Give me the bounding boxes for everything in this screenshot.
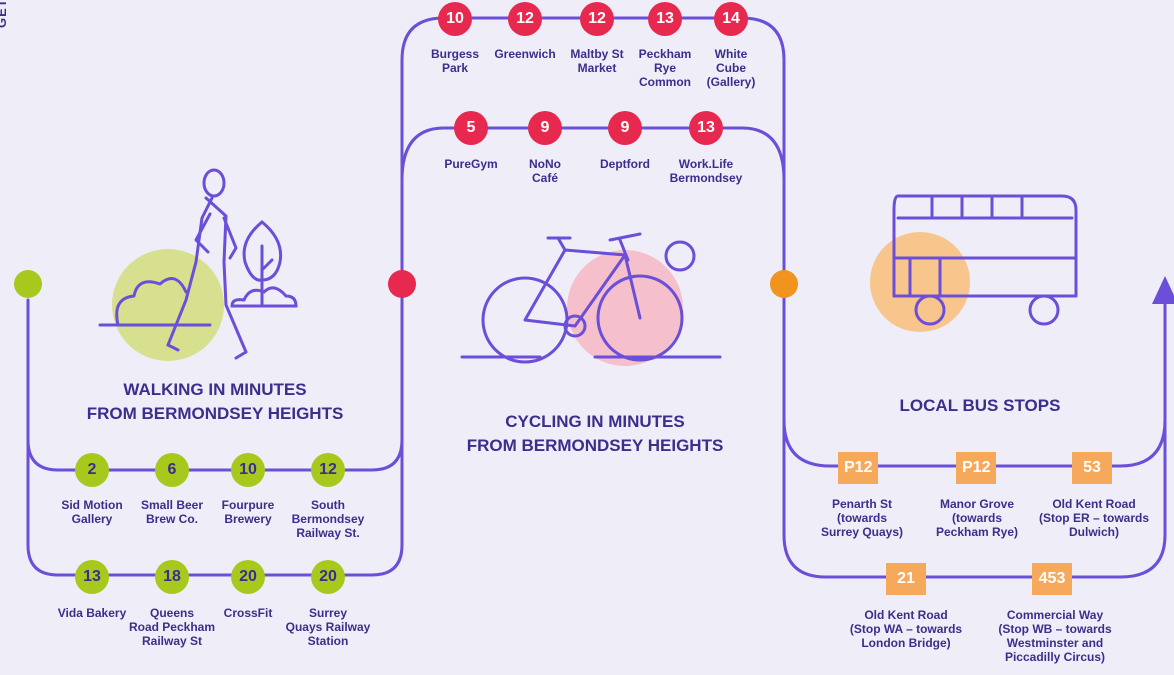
cycling-place-label: Burgess Park <box>430 47 480 75</box>
cycling-place-label: Work.Life Bermondsey <box>669 157 743 185</box>
cycling-place-label: Maltby St Market <box>570 47 624 75</box>
bus-route-badge: 21 <box>886 563 926 595</box>
arrow-up-icon <box>1152 276 1174 304</box>
cycling-badge: 13 <box>689 111 723 145</box>
walking-person-icon <box>98 168 248 361</box>
walking-place-label: Surrey Quays Railway Station <box>285 606 371 648</box>
bus-route-badge: 453 <box>1032 563 1072 595</box>
bus-stop-label: Commercial Way (Stop WB – towards Westmi… <box>998 608 1112 664</box>
bicycle-icon <box>460 232 722 366</box>
cycling-heading-line1: CYCLING IN MINUTES <box>505 412 685 431</box>
walking-badge: 6 <box>155 453 189 487</box>
section-side-label: GETTING <box>0 0 9 28</box>
bus-stop-label: Manor Grove (towards Peckham Rye) <box>935 497 1019 539</box>
bus-stop-label: Old Kent Road (Stop ER – towards Dulwich… <box>1038 497 1149 539</box>
walking-heading-line2: FROM BERMONDSEY HEIGHTS <box>86 404 344 423</box>
walking-badge: 12 <box>311 453 345 487</box>
cycling-start-dot <box>388 270 416 298</box>
cycling-place-label: White Cube (Gallery) <box>706 47 756 89</box>
walking-badge: 18 <box>155 560 189 594</box>
walking-place-label: Vida Bakery <box>57 606 127 620</box>
walking-badge: 20 <box>311 560 345 594</box>
walking-start-dot <box>14 270 42 298</box>
cycling-heading-line2: FROM BERMONDSEY HEIGHTS <box>466 436 724 455</box>
cycling-badge: 12 <box>580 2 614 36</box>
cycling-place-label: Deptford <box>600 157 650 171</box>
walking-badge: 2 <box>75 453 109 487</box>
cycling-badge: 9 <box>528 111 562 145</box>
walking-place-label: Small Beer Brew Co. <box>140 498 204 526</box>
bus-stop-label: Penarth St (towards Surrey Quays) <box>820 497 904 539</box>
cycling-badge: 10 <box>438 2 472 36</box>
cycling-badge: 9 <box>608 111 642 145</box>
walking-place-label: South Bermondsey Railway St. <box>291 498 365 540</box>
bus-stop-label: Old Kent Road (Stop WA – towards London … <box>849 608 963 650</box>
walking-heading: WALKING IN MINUTES FROM BERMONDSEY HEIGH… <box>80 378 350 426</box>
cycling-badge: 5 <box>454 111 488 145</box>
cycling-heading: CYCLING IN MINUTES FROM BERMONDSEY HEIGH… <box>460 410 730 458</box>
tree-icon <box>230 220 298 308</box>
cycling-badge: 12 <box>508 2 542 36</box>
bus-route-badge: 53 <box>1072 452 1112 484</box>
walking-heading-line1: WALKING IN MINUTES <box>123 380 307 399</box>
cycling-place-label: Greenwich <box>494 47 556 61</box>
bus-start-dot <box>770 270 798 298</box>
walking-badge: 20 <box>231 560 265 594</box>
cycling-place-label: PureGym <box>444 157 498 171</box>
bus-heading: LOCAL BUS STOPS <box>899 396 1061 415</box>
walking-badge: 13 <box>75 560 109 594</box>
bus-route-badge: P12 <box>838 452 879 484</box>
walking-place-label: Queens Road Peckham Railway St <box>128 606 216 648</box>
double-decker-bus-icon <box>870 194 1078 332</box>
walking-place-label: Fourpure Brewery <box>221 498 275 526</box>
cycling-badge: 14 <box>714 2 748 36</box>
walking-place-label: Sid Motion Gallery <box>61 498 123 526</box>
walking-badge: 10 <box>231 453 265 487</box>
cycling-place-label: NoNo Café <box>529 157 561 185</box>
cycling-place-label: Peckham Rye Common <box>638 47 692 89</box>
bus-route-badge: P12 <box>956 452 997 484</box>
walking-place-label: CrossFit <box>223 606 273 620</box>
cycling-badge: 13 <box>648 2 682 36</box>
